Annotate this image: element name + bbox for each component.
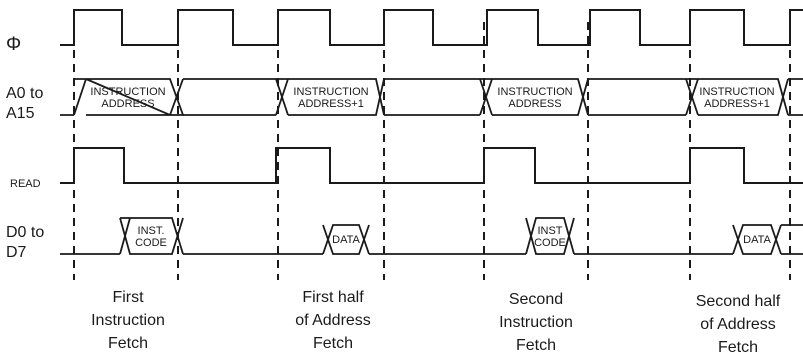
phase-label-4-line1: Second half [696,293,781,310]
address-bus-label-4-line2: ADDRESS+1 [704,98,770,110]
phase-label-3-line3: Fetch [516,337,556,354]
phase-label-1: First Instruction Fetch [91,289,165,352]
address-bus-label-3-line1: INSTRUCTION [497,86,572,98]
data-bus-label-3-line2: CODE [534,237,566,249]
phase-label-2-line3: Fetch [313,335,353,352]
data-bus-label-4-line1: DATA [743,234,771,246]
phase-label-3: Second Instruction Fetch [499,291,573,354]
read-signal-label: READ [10,178,41,190]
address-bus-label-3-line2: ADDRESS [508,98,561,110]
data-signal-label-line2: D7 [6,244,27,261]
address-signal-label-line1: A0 to [6,85,43,102]
data-bus-label-3-line1: INST [537,225,562,237]
address-bus-window-4: INSTRUCTION ADDRESS+1 [685,78,803,116]
data-signal-label-line1: D0 to [6,224,44,241]
address-bus-label-1-line2: ADDRESS [101,98,154,110]
phase-boundary-lines [73,22,791,280]
phase-label-3-line1: Second [509,291,563,308]
phase-label-1-line3: Fetch [108,335,148,352]
data-bus-window-3: INST CODE [525,217,575,255]
address-bus-window-3: INSTRUCTION ADDRESS [479,78,589,116]
data-bus-window-1: INST. CODE [119,217,184,255]
address-bus-window-2: INSTRUCTION ADDRESS+1 [275,78,385,116]
phase-label-1-line1: First [112,289,144,306]
address-signal-label-line2: A15 [6,105,35,122]
phase-label-1-line2: Instruction [91,312,165,329]
address-bus-label-4-line1: INSTRUCTION [699,86,774,98]
clock-signal-label: Φ [6,34,21,55]
data-bus-label-1-line2: CODE [135,237,167,249]
phase-label-4-line2: of Address [700,316,776,333]
clock-waveform [60,9,803,46]
read-waveform [60,147,803,184]
address-bus-label-2-line1: INSTRUCTION [293,86,368,98]
phase-label-2: First half of Address Fetch [295,289,371,352]
data-bus-label-2-line1: DATA [332,234,360,246]
data-bus-label-1-line1: INST. [138,225,165,237]
address-bus-idle [60,78,686,116]
phase-label-2-line1: First half [302,289,364,306]
phase-label-4: Second half of Address Fetch [696,293,781,356]
phase-label-2-line2: of Address [295,312,371,329]
phase-label-3-line2: Instruction [499,314,573,331]
phase-label-4-line3: Fetch [718,339,758,356]
address-bus-label-1-line1: INSTRUCTION [90,86,165,98]
address-bus-label-2-line2: ADDRESS+1 [298,98,364,110]
data-bus-window-2: DATA [322,224,370,255]
address-bus-window-1: INSTRUCTION ADDRESS [73,78,185,116]
data-bus-window-4: DATA [732,224,803,255]
